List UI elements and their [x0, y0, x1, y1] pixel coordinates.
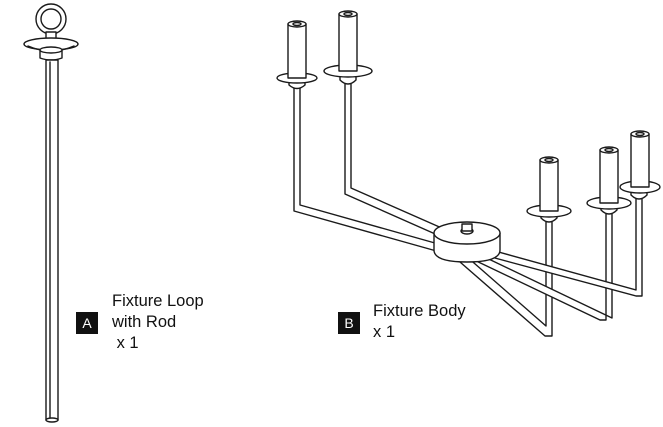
- part-b-name: Fixture Body: [373, 302, 466, 320]
- candle-arm-5: [619, 130, 661, 200]
- candle-arm-2: [323, 10, 373, 85]
- candle-arm-3: [526, 156, 572, 223]
- candle-arm-1: [276, 20, 318, 90]
- part-a-name-line1: Fixture Loop: [112, 292, 204, 310]
- fixture-body-drawing: [276, 10, 661, 337]
- fixture-loop-with-rod-drawing: [23, 3, 79, 423]
- part-letter-badge-a: A: [76, 312, 98, 334]
- candle-arm-4: [586, 146, 632, 215]
- part-a-quantity: x 1: [112, 334, 139, 352]
- part-b-quantity: x 1: [373, 323, 396, 341]
- part-a-name-line2: with Rod: [112, 313, 177, 331]
- part-letter-badge-b: B: [338, 312, 360, 334]
